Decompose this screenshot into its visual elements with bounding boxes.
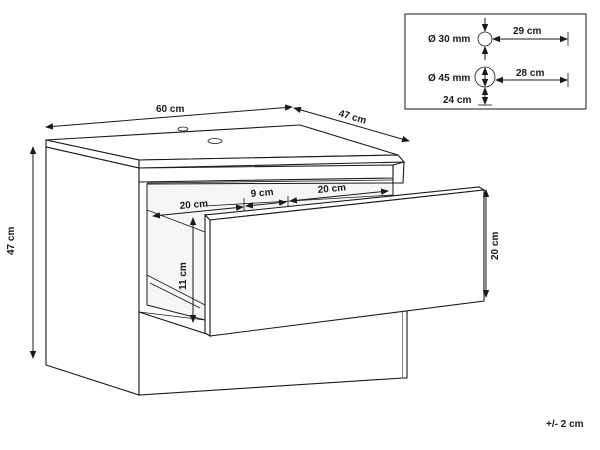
height-label: 47 cm (6, 227, 17, 255)
depth-label: 47 cm (337, 108, 367, 126)
hole-large-label: Ø 45 mm (428, 73, 470, 84)
inner-right-dim-line (289, 188, 389, 204)
inner-right-label: 20 cm (317, 183, 346, 196)
tap-hole-small (177, 126, 189, 132)
detail-frame (404, 13, 587, 110)
lower-drawer-right-edge (403, 305, 408, 379)
hole-small-label: Ø 30 mm (428, 34, 470, 45)
width-label: 60 cm (156, 104, 184, 115)
dimension-lines: 60 cm 47 cm 47 cm 20 cm 11 cm 20 cm 9 cm… (6, 104, 501, 359)
front-top-rail (138, 164, 394, 183)
hole-detail-box: Ø 30 mm 29 cm Ø 45 mm 28 cm 24 cm (404, 13, 587, 110)
hole-large-offset-label: 28 cm (516, 68, 544, 79)
depth-dim-line (293, 106, 410, 143)
inner-middle-dim-line (245, 199, 287, 209)
inner-left-dim-line (152, 204, 244, 219)
inner-height-label: 11 cm (178, 262, 189, 290)
cabinet (45, 124, 486, 396)
hole-large-bottom-label: 24 cm (443, 95, 471, 106)
inner-left-label: 20 cm (179, 199, 208, 212)
hole-small-offset-label: 29 cm (513, 26, 541, 37)
cabinet-left-side (45, 146, 140, 396)
drawer-height-label: 20 cm (490, 232, 501, 260)
inner-middle-label: 9 cm (250, 187, 274, 200)
upper-drawer-left-edge (204, 213, 211, 337)
tolerance-note: +/- 2 cm (546, 419, 584, 430)
tap-hole-large (207, 138, 223, 144)
width-dim-line (45, 104, 293, 130)
inner-back-line (146, 179, 394, 184)
cabinet-right-post-top (392, 161, 405, 184)
